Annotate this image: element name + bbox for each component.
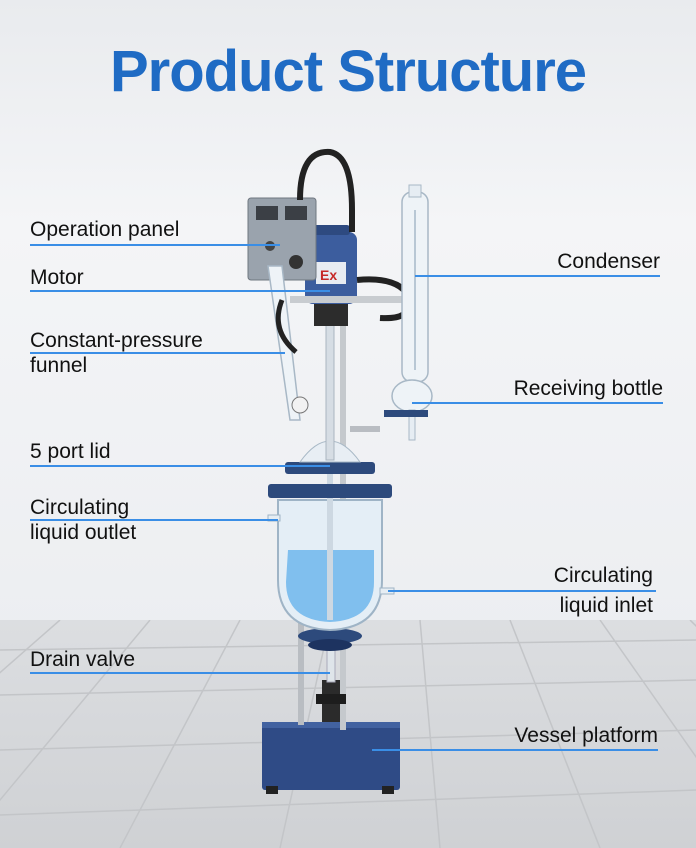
support-rod [298,600,304,725]
leader-receiving [412,402,663,404]
label-inlet-line1: Circulating [553,564,653,587]
label-lid: 5 port lid [30,440,111,463]
leader-drain [30,672,330,674]
leader-condenser [415,275,660,277]
label-inlet-line2: liquid inlet [559,594,653,617]
label-outlet-line2: liquid outlet [30,521,137,544]
leader-operation-panel [30,244,280,246]
leader-platform [372,749,658,751]
label-outlet-line1: Circulating [30,496,130,519]
label-receiving: Receiving bottle [513,377,663,400]
label-platform: Vessel platform [514,724,658,747]
leader-inlet [388,590,656,592]
leader-outlet [30,519,278,521]
label-condenser: Condenser [557,250,660,273]
floor-tiles [0,620,696,848]
cable [297,148,355,232]
page-title: Product Structure [109,39,587,104]
label-funnel-line2: funnel [30,354,88,377]
leader-funnel [30,352,285,354]
leader-motor [30,290,330,292]
lid-ring-upper [285,462,375,474]
leader-lid [30,465,330,467]
label-motor: Motor [30,266,84,289]
lid-ring-lower [268,484,392,498]
label-funnel-line1: Constant-pressure [30,329,203,352]
base-plate [262,722,400,790]
receiving-bottle [391,379,433,413]
svg-text:Ex: Ex [320,267,337,283]
label-operation-panel: Operation panel [30,218,180,241]
label-drain: Drain valve [30,648,136,671]
funnel [267,265,301,421]
